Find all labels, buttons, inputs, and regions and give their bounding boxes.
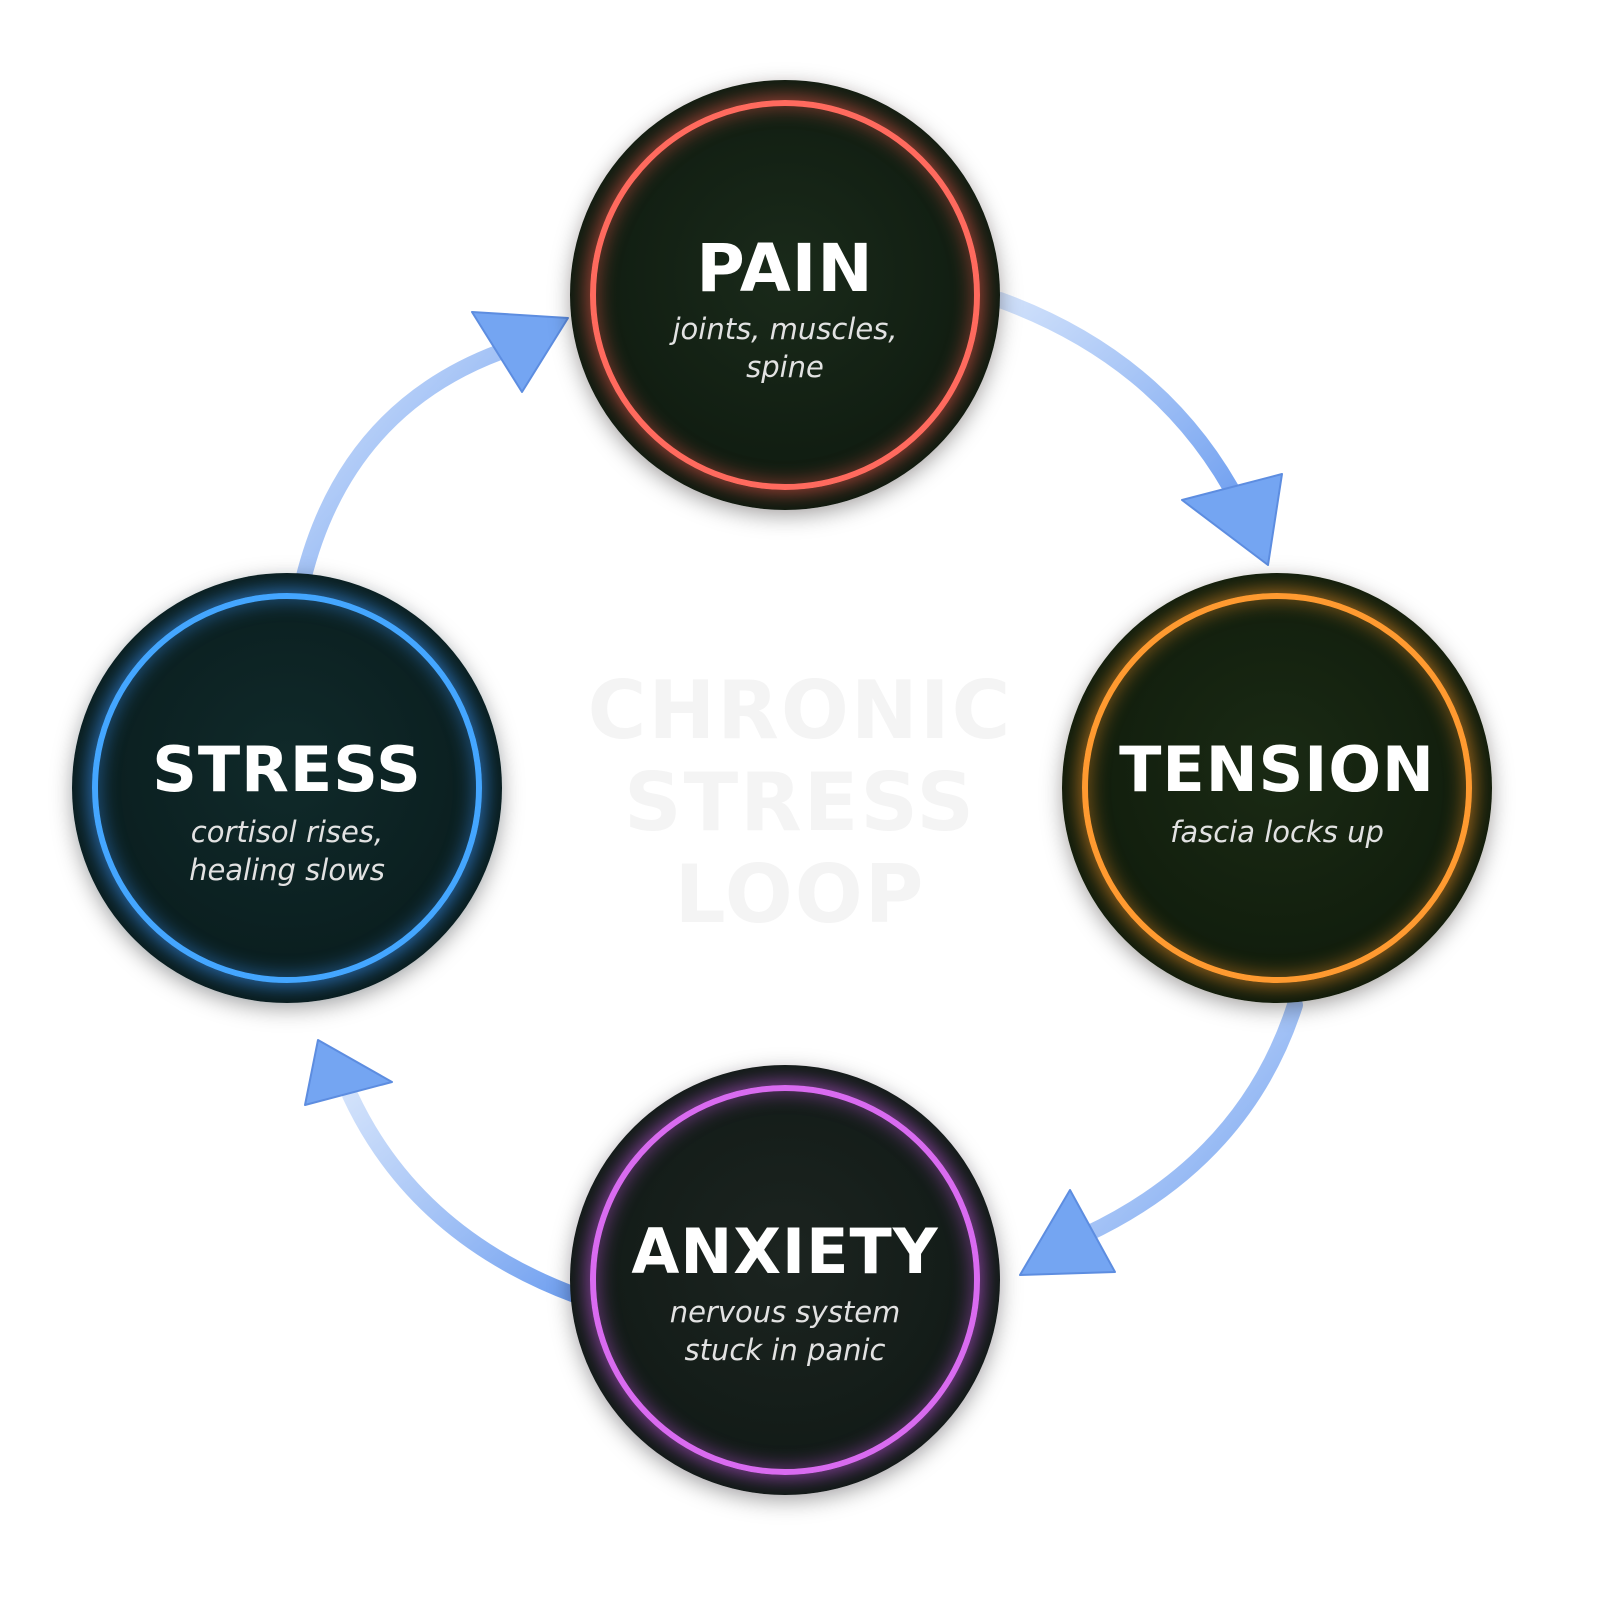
description-line: spine (746, 350, 824, 384)
arrow-tension-to-anxiety (1019, 997, 1303, 1276)
node-stress-description: cortisol rises, healing slows (127, 813, 447, 889)
center-title-line: CHRONIC (587, 664, 1013, 757)
node-anxiety-label: ANXIETY (631, 1215, 939, 1288)
node-stress-label: STRESS (152, 733, 422, 806)
description-line: joints, muscles, (672, 312, 898, 346)
node-anxiety: ANXIETY nervous system stuck in panic (570, 1065, 1000, 1495)
description-line: healing slows (189, 853, 385, 887)
node-tension-ring (1082, 593, 1472, 983)
node-pain: PAIN joints, muscles, spine (570, 80, 1000, 510)
description-line: nervous system (669, 1295, 901, 1329)
arrow-anxiety-to-stress (304, 1039, 583, 1303)
center-title-line: STRESS (623, 756, 977, 849)
arrow-stress-to-pain (295, 311, 569, 588)
description-line: cortisol rises, (190, 815, 384, 849)
node-tension-description: fascia locks up (1117, 813, 1437, 851)
node-anxiety-ring (590, 1085, 980, 1475)
description-line: fascia locks up (1170, 815, 1384, 849)
node-stress-ring (92, 593, 482, 983)
node-pain-description: joints, muscles, spine (625, 310, 945, 386)
node-tension-label: TENSION (1119, 733, 1435, 806)
node-tension: TENSION fascia locks up (1062, 573, 1492, 1003)
node-anxiety-description: nervous system stuck in panic (625, 1293, 945, 1369)
arrow-pain-to-tension (992, 292, 1283, 566)
center-title-line: LOOP (674, 848, 926, 941)
description-line: stuck in panic (684, 1333, 886, 1367)
node-stress: STRESS cortisol rises, healing slows (72, 573, 502, 1003)
center-title: CHRONIC STRESS LOOP (540, 665, 1060, 941)
node-pain-ring (590, 100, 980, 490)
node-pain-label: PAIN (696, 230, 874, 307)
